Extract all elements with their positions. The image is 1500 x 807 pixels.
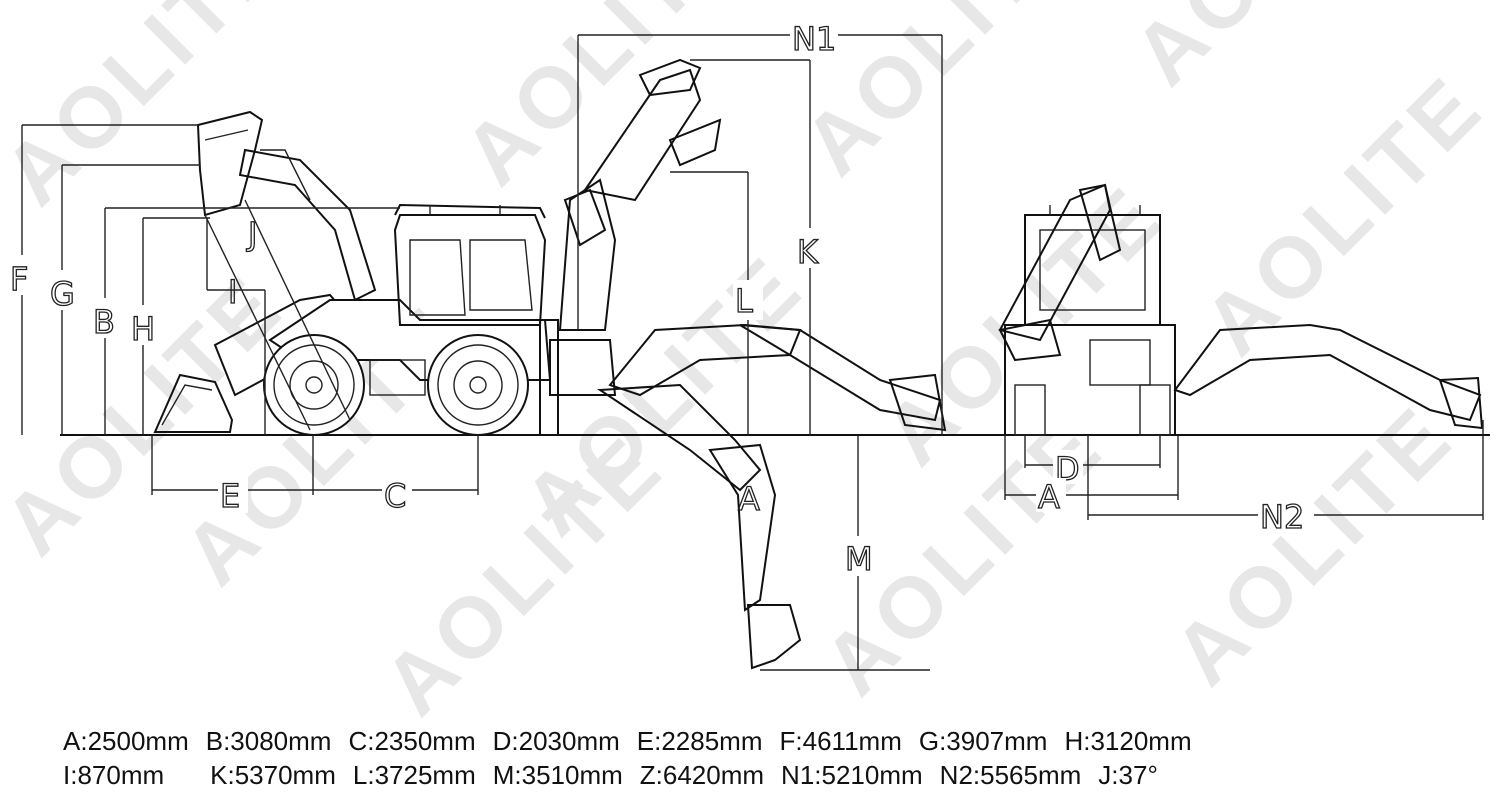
watermark: AOLITE: [366, 417, 682, 733]
backhoe-digging: [596, 383, 802, 670]
dim-label-n2: N2: [1260, 498, 1304, 536]
dim-label-c: C: [384, 477, 406, 515]
spec-n2: N2:5565mm: [939, 760, 1082, 790]
spec-z: Z:6420mm: [639, 760, 765, 790]
spec-a: A:2500mm: [63, 726, 189, 756]
spec-g: G:3907mm: [918, 726, 1048, 756]
dim-label-i: I: [228, 273, 237, 311]
dim-label-k: K: [797, 233, 819, 271]
dim-label-z: A: [738, 480, 760, 518]
dim-label-m: M: [845, 540, 873, 578]
dim-label-j: J: [246, 215, 257, 253]
dimension-label-group: F G B H I J E C N1 K L M A D A N2: [8, 18, 1314, 579]
dim-label-b: B: [93, 303, 115, 341]
dim-label-l: L: [735, 282, 753, 320]
backhoe-extended: [608, 323, 947, 432]
spec-h: H:3120mm: [1064, 726, 1192, 756]
spec-c: C:2350mm: [348, 726, 476, 756]
dim-label-n1: N1: [792, 20, 836, 58]
watermark: AOLITE: [446, 0, 762, 203]
spec-j: J:37°: [1098, 760, 1158, 790]
watermark: AOLITE: [1116, 0, 1432, 103]
dim-label-a: A: [1038, 478, 1060, 516]
spec-i: I:870mm: [63, 760, 165, 790]
specs-row-1: A:2500mm B:3080mm C:2350mm D:2030mm E:2285mm…: [63, 724, 1209, 758]
spec-d: D:2030mm: [492, 726, 620, 756]
spec-l: L:3725mm: [352, 760, 476, 790]
specs-row-2: I:870mm K:5370mm L:3725mm M:3510mm Z:6420mm N…: [63, 758, 1209, 792]
spec-b: B:3080mm: [205, 726, 332, 756]
backhoe-raised: [558, 58, 722, 331]
dim-label-g: G: [50, 275, 75, 313]
spec-m: M:3510mm: [492, 760, 623, 790]
rear-view-machine: [998, 183, 1484, 436]
watermark: AOLITE: [0, 0, 302, 223]
watermark: AOLITE: [1186, 57, 1500, 373]
dim-label-e: E: [220, 477, 240, 515]
spec-e: E:2285mm: [636, 726, 763, 756]
spec-f: F:4611mm: [779, 726, 902, 756]
spec-k: K:5370mm: [210, 760, 336, 790]
spec-n1: N1:5210mm: [781, 760, 923, 790]
side-view-machine: [153, 110, 617, 436]
specifications-legend: A:2500mm B:3080mm C:2350mm D:2030mm E:2285mm…: [63, 724, 1209, 792]
dim-label-f: F: [10, 260, 28, 298]
dim-label-h: H: [131, 310, 155, 348]
